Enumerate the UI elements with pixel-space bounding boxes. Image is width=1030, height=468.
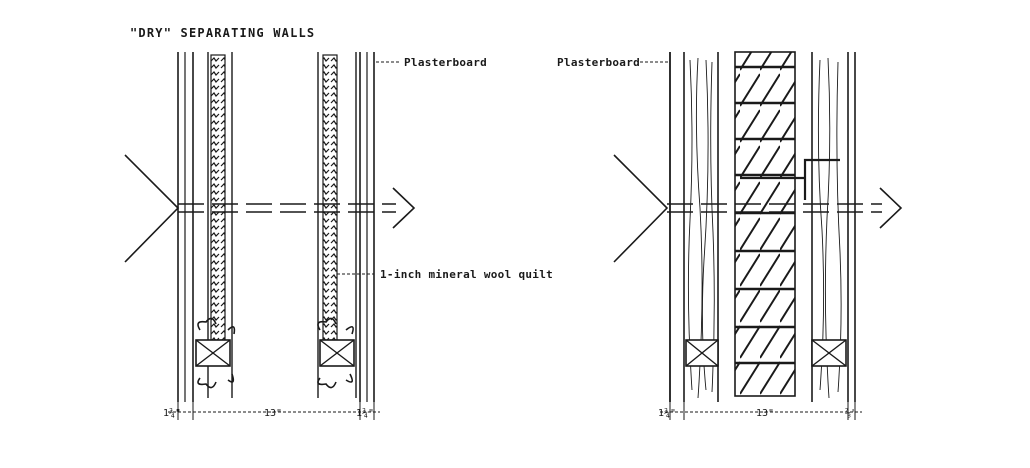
left-batten-1 [195, 339, 231, 367]
left-dimension-line [168, 402, 380, 420]
left-dim-right: 1¾" [356, 407, 374, 419]
right-wall-section: Plasterboard 1¾" 13" ⅞" [557, 51, 903, 420]
left-wall-section: Plasterboard 1-inch mineral wool quilt 1… [124, 52, 553, 420]
left-inner-frame-right [317, 52, 357, 398]
left-quilt-tuft-1 [197, 317, 236, 389]
left-sound-arrow [124, 154, 416, 263]
left-plasterboard-label: Plasterboard [404, 56, 487, 69]
left-dim-left: 1¾" [163, 407, 181, 419]
right-wall-tie [740, 158, 840, 200]
left-quilt-tuft-2 [317, 317, 354, 389]
right-block-core [734, 51, 796, 397]
right-dim-right: ⅞" [845, 407, 857, 419]
left-outer-plasterboard-right [359, 52, 375, 402]
left-batten-2 [319, 339, 355, 367]
left-quilt-strip-1 [210, 54, 226, 341]
right-dimension-line [660, 402, 862, 420]
right-batten-1 [685, 339, 719, 367]
left-dim-middle: 13" [264, 408, 282, 419]
right-sound-arrow [613, 154, 903, 263]
right-batten-2 [811, 339, 847, 367]
right-plasterboard-label: Plasterboard [557, 56, 640, 69]
diagram-title: "DRY" SEPARATING WALLS [130, 26, 315, 40]
left-quilt-strip-2 [322, 54, 338, 341]
right-dim-middle: 13" [756, 408, 774, 419]
right-dim-left: 1¾" [658, 407, 676, 419]
left-outer-plasterboard-left [177, 52, 194, 402]
left-quilt-label: 1-inch mineral wool quilt [380, 268, 553, 281]
